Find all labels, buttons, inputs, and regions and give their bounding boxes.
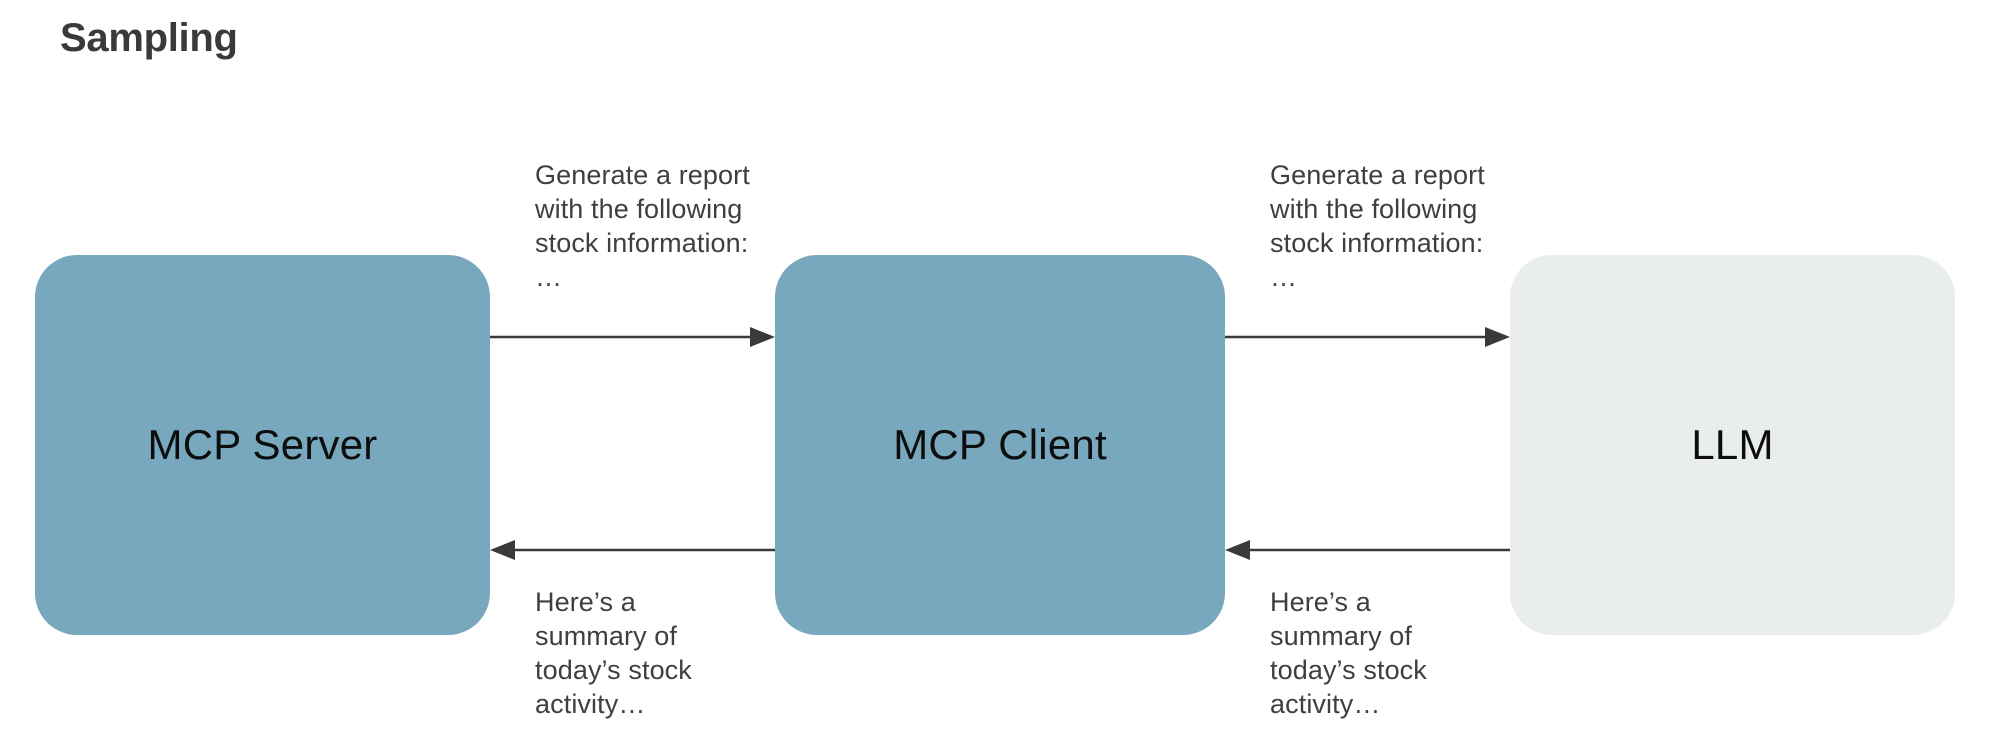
arrow-server-to-client-icon [490, 327, 775, 347]
node-llm-label: LLM [1691, 421, 1774, 468]
arrow-llm-to-client-icon [1225, 540, 1510, 560]
edge-label-llm-to-client: Here’s a summary of today’s stock activi… [1270, 587, 1427, 719]
node-mcp-server-label: MCP Server [147, 421, 378, 468]
edge-label-client-to-llm: Generate a report with the following sto… [1270, 160, 1485, 292]
node-mcp-client[interactable]: MCP Client [775, 255, 1225, 635]
edge-label-client-to-server: Here’s a summary of today’s stock activi… [535, 587, 692, 719]
arrow-client-to-server-icon [490, 540, 775, 560]
arrow-client-to-llm-icon [1225, 327, 1510, 347]
node-mcp-client-label: MCP Client [893, 421, 1107, 468]
node-mcp-server[interactable]: MCP Server [35, 255, 490, 635]
edge-label-server-to-client: Generate a report with the following sto… [535, 160, 750, 292]
node-llm[interactable]: LLM [1510, 255, 1955, 635]
page-title: Sampling [60, 16, 238, 60]
